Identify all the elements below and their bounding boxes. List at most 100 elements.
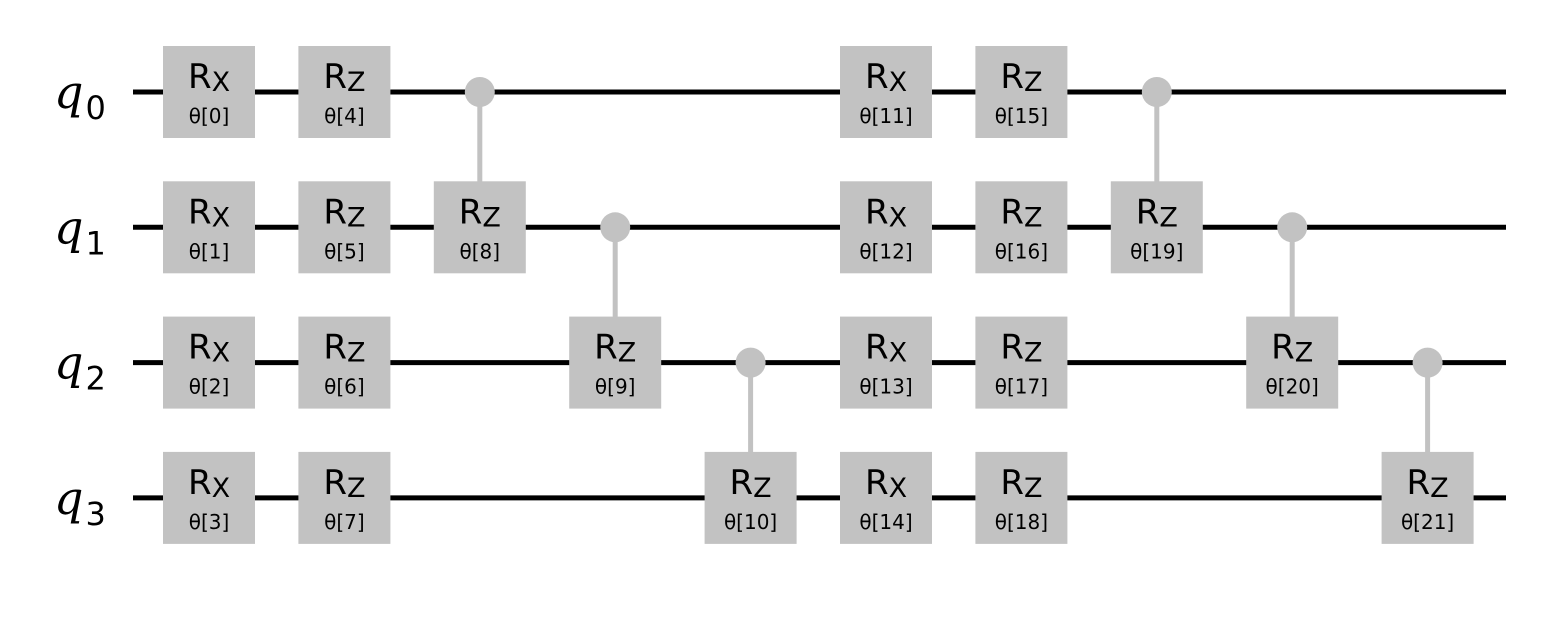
- gate-label: RX: [188, 463, 230, 504]
- gate-rx-11: RXθ[11]: [840, 46, 932, 138]
- gates: RXθ[0]RXθ[1]RXθ[2]RXθ[3]RZθ[4]RZθ[5]RZθ[…: [163, 46, 1474, 544]
- gate-label-subscript: Z: [1430, 473, 1449, 504]
- gate-label-subscript: X: [212, 473, 231, 504]
- gate-box: [569, 316, 662, 409]
- gate-parameter: θ[13]: [859, 375, 912, 399]
- gate-label-subscript: Z: [347, 338, 366, 369]
- gate-label: RZ: [1000, 328, 1042, 369]
- gate-rz-10: RZ θ[10]: [704, 451, 797, 544]
- gate-label-letter: R: [865, 463, 889, 503]
- gate-box: [975, 316, 1068, 409]
- gate-box: [1110, 181, 1203, 274]
- gate-rz-21: RZθ[21]: [1381, 451, 1474, 544]
- gate-label-subscript: X: [212, 338, 231, 369]
- gate-label-letter: R: [865, 192, 889, 232]
- gate-label-subscript: Z: [1159, 202, 1178, 233]
- gate-box: [298, 46, 391, 138]
- gate-label-letter: R: [188, 328, 212, 368]
- gate-parameter: θ[19]: [1130, 239, 1183, 263]
- gate-box: [163, 46, 255, 138]
- gate-parameter: θ[6]: [324, 375, 365, 399]
- control-dot-8: [464, 77, 495, 107]
- gate-label: RZ: [594, 328, 636, 369]
- gate-label-letter: R: [188, 463, 212, 503]
- gate-parameter: θ[18]: [995, 510, 1048, 534]
- gate-parameter: θ[1]: [189, 239, 230, 263]
- gate-box: [1246, 316, 1339, 409]
- gate-label-letter: R: [1000, 192, 1024, 232]
- gate-label: RX: [865, 463, 907, 504]
- gate-parameter: θ[3]: [189, 510, 230, 534]
- gate-rz-17: RZθ[17]: [975, 316, 1068, 409]
- gate-label: RZ: [323, 463, 365, 504]
- gate-box: [840, 181, 932, 274]
- gate-rz-16: RZθ[16]: [975, 181, 1068, 274]
- gate-label-subscript: Z: [618, 338, 637, 369]
- gate-rz-9: RZθ[9]: [569, 316, 662, 409]
- gate-label-letter: R: [865, 328, 889, 368]
- gate-label-subscript: X: [212, 67, 231, 98]
- gate-box: [298, 316, 391, 409]
- gate-label: RZ: [1407, 463, 1449, 504]
- gate-box: [298, 451, 391, 544]
- gate-parameter: θ[8]: [460, 239, 501, 263]
- gate-label-subscript: Z: [1024, 473, 1043, 504]
- qubit-label-3: q3: [54, 471, 106, 533]
- gate-label-letter: R: [730, 463, 754, 503]
- gate-parameter: θ[15]: [995, 104, 1048, 128]
- gate-box: [163, 181, 255, 274]
- gate-parameter: θ[0]: [189, 104, 230, 128]
- gate-rz-8: RZ θ[8]: [433, 181, 526, 274]
- gate-label-letter: R: [1136, 192, 1160, 232]
- gate-parameter: θ[4]: [324, 104, 365, 128]
- gate-label: RZ: [323, 57, 365, 98]
- gate-label-letter: R: [323, 192, 347, 232]
- gate-box: [840, 316, 932, 409]
- gate-parameter: θ[16]: [995, 239, 1048, 263]
- gate-label-subscript: X: [889, 338, 908, 369]
- gate-box: [975, 451, 1068, 544]
- qubit-wires: [133, 89, 1506, 501]
- qubit-label-2: q2: [54, 336, 106, 398]
- gate-parameter: θ[7]: [324, 510, 365, 534]
- gate-rz-18: RZθ[18]: [975, 451, 1068, 544]
- gate-label: RZ: [323, 328, 365, 369]
- gate-box: [163, 451, 255, 544]
- control-dot-21: [1412, 347, 1443, 378]
- control-dot-9: [600, 212, 631, 243]
- gate-label-subscript: Z: [1295, 338, 1314, 369]
- gate-rz-20: RZθ[20]: [1246, 316, 1339, 409]
- gate-parameter: θ[10]: [724, 510, 777, 534]
- gate-label: RX: [188, 57, 230, 98]
- gate-label: RX: [865, 57, 907, 98]
- gate-box: [433, 181, 526, 274]
- gate-label: RZ: [1000, 192, 1042, 233]
- gate-label-letter: R: [459, 192, 483, 232]
- gate-label-letter: R: [865, 57, 889, 97]
- gate-box: [840, 451, 932, 544]
- gate-label-letter: R: [1000, 57, 1024, 97]
- gate-parameter: θ[12]: [859, 239, 912, 263]
- gate-label-subscript: Z: [347, 67, 366, 98]
- gate-rx-12: RXθ[12]: [840, 181, 932, 274]
- gate-rx-0: RX θ[0]: [163, 46, 255, 138]
- gate-parameter: θ[14]: [859, 510, 912, 534]
- gate-label-letter: R: [323, 328, 347, 368]
- qubit-label-letter: q: [54, 336, 83, 390]
- gate-label: RZ: [459, 192, 501, 233]
- qubit-label-index: 0: [85, 89, 105, 127]
- gate-label-subscript: X: [212, 202, 231, 233]
- gate-rx-14: RX θ[14]: [840, 451, 932, 544]
- gate-label: RX: [865, 328, 907, 369]
- gate-label: RZ: [730, 463, 772, 504]
- gate-parameter: θ[2]: [189, 375, 230, 399]
- gate-label-letter: R: [594, 328, 618, 368]
- gate-label-subscript: Z: [1024, 202, 1043, 233]
- qubit-label-letter: q: [54, 65, 83, 119]
- gate-rz-7: RZ θ[7]: [298, 451, 391, 544]
- gate-label-letter: R: [323, 57, 347, 97]
- gate-label-letter: R: [323, 463, 347, 503]
- control-dot-19: [1141, 77, 1172, 107]
- qubit-label-letter: q: [54, 200, 83, 254]
